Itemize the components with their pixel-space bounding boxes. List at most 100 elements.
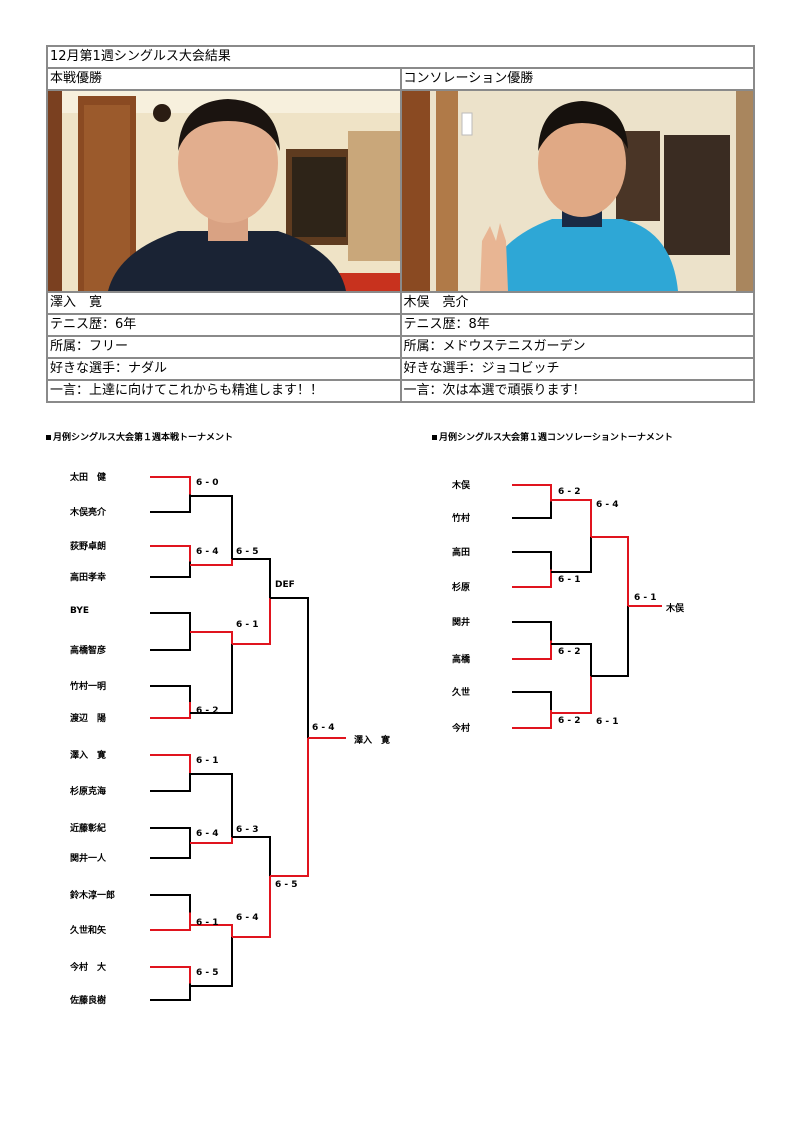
consolation-winner-comment: 一言：次は本選で頑張ります！ <box>399 379 755 403</box>
main-r1-score: 6 - 2 <box>196 706 219 716</box>
consolation-r1-line <box>512 691 552 710</box>
main-r1-line <box>150 894 191 913</box>
main-r1-line <box>150 494 191 513</box>
consolation-r1-score: 6 - 1 <box>558 575 581 585</box>
main-r1-line <box>150 561 191 578</box>
main-r1-score: 6 - 0 <box>196 478 219 488</box>
main-player-name: 高橋智彦 <box>70 646 107 656</box>
main-final-line <box>270 738 309 877</box>
consolation-r2-line <box>551 643 592 676</box>
main-player-name: BYE <box>70 606 90 616</box>
consolation-r1-score: 6 - 2 <box>558 647 581 657</box>
main-final-score: 6 - 4 <box>312 723 335 733</box>
main-player-name: 澤入 寛 <box>70 751 107 761</box>
consolation-r1-line <box>512 621 552 641</box>
consolation-player-name: 木俣 <box>452 481 471 491</box>
main-r2-score: 6 - 3 <box>236 825 259 835</box>
main-r1-line <box>150 843 191 859</box>
consolation-r2-line <box>551 499 592 537</box>
main-r3-line <box>232 598 271 645</box>
main-player-name: 鈴木淳一郎 <box>70 891 116 901</box>
consolation-player-name: 久世 <box>452 688 471 698</box>
main-r2-line <box>190 631 233 644</box>
main-winner-favorite: 好きな選手：ナダル <box>46 357 402 381</box>
main-r2-line <box>190 837 233 844</box>
main-r2-line <box>190 495 233 559</box>
consolation-player-name: 竹村 <box>452 514 471 524</box>
main-r2-line <box>190 937 233 987</box>
consolation-r1-line <box>512 569 552 588</box>
main-player-name: 久世和矢 <box>70 926 107 936</box>
main-r2-line <box>190 773 233 837</box>
main-player-name: 近藤彰紀 <box>70 824 107 834</box>
consolation-r1-score: 6 - 2 <box>558 716 581 726</box>
consolation-r1-score: 6 - 2 <box>558 487 581 497</box>
main-r1-line <box>150 754 191 773</box>
main-player-name: 関井一人 <box>70 854 107 864</box>
main-r1-line <box>150 912 191 931</box>
main-r2-score: 6 - 4 <box>236 913 259 923</box>
consolation-r1-line <box>512 501 552 519</box>
main-r1-line <box>150 966 191 984</box>
consolation-winner-affiliation: 所属：メドウステニスガーデン <box>399 335 755 359</box>
main-winner-career: テニス歴：6年 <box>46 313 402 337</box>
consolation-final-line <box>591 606 629 677</box>
main-r1-line <box>150 827 191 843</box>
main-champion: 澤入 寛 <box>354 736 391 746</box>
consolation-winner-photo <box>402 92 753 290</box>
consolation-r2-line <box>551 676 592 714</box>
main-r2-line <box>190 559 233 566</box>
consolation-player-name: 高橋 <box>452 655 471 665</box>
main-r1-score: 6 - 1 <box>196 756 219 766</box>
main-r2-line <box>190 644 233 714</box>
consolation-player-name: 今村 <box>452 724 471 734</box>
main-final-line <box>270 597 309 738</box>
main-r1-score: 6 - 4 <box>196 829 219 839</box>
consolation-player-name: 杉原 <box>452 583 471 593</box>
main-player-name: 佐藤良樹 <box>70 996 107 1006</box>
consolation-final-score: 6 - 1 <box>634 593 657 603</box>
main-r1-line <box>150 631 191 651</box>
main-player-name: 荻野卓朗 <box>70 542 107 552</box>
main-r3-line <box>232 876 271 938</box>
main-winner-comment: 一言：上達に向けてこれからも精進します！！ <box>46 379 402 403</box>
consolation-r1-line <box>512 484 552 502</box>
consolation-champion: 木俣 <box>666 604 685 614</box>
main-player-name: 竹村一明 <box>70 682 107 692</box>
main-player-name: 木俣亮介 <box>70 508 107 518</box>
main-player-name: 高田孝幸 <box>70 573 107 583</box>
consolation-r2-line <box>551 537 592 573</box>
consolation-r1-line <box>512 640 552 660</box>
main-r2-score: 6 - 1 <box>236 620 259 630</box>
consolation-winner-career: テニス歴：8年 <box>399 313 755 337</box>
consolation-r1-line <box>512 551 552 570</box>
consolation-winner-photo-cell <box>399 89 755 293</box>
results-table: 12月第1週シングルス大会結果 本戦優勝 コンソレーション優勝 <box>46 45 755 403</box>
main-r1-line <box>150 685 191 702</box>
main-r3-line <box>232 836 271 876</box>
main-r1-score: 6 - 5 <box>196 968 219 978</box>
main-r3-score: 6 - 5 <box>275 880 298 890</box>
main-r1-line <box>150 702 191 719</box>
consolation-r2-score: 6 - 4 <box>596 500 619 510</box>
main-r1-score: 6 - 1 <box>196 918 219 928</box>
consolation-winner-favorite: 好きな選手：ジョコビッチ <box>399 357 755 381</box>
main-winner-affiliation: 所属：フリー <box>46 335 402 359</box>
consolation-winner-heading: コンソレーション優勝 <box>399 67 755 91</box>
consolation-final-line <box>591 536 629 606</box>
consolation-r1-line <box>512 710 552 729</box>
main-r1-line <box>150 612 191 632</box>
main-player-name: 太田 健 <box>70 473 107 483</box>
main-r3-score: DEF <box>275 580 295 590</box>
main-bracket-title: 月例シングルス大会第１週本戦トーナメント <box>46 430 233 443</box>
main-r1-line <box>150 476 191 495</box>
main-player-name: 渡辺 陽 <box>70 714 107 724</box>
main-r2-score: 6 - 5 <box>236 547 259 557</box>
main-r1-line <box>150 983 191 1001</box>
square-bullet-icon <box>46 435 51 440</box>
main-winner-heading: 本戦優勝 <box>46 67 402 91</box>
main-winner-photo <box>48 92 399 290</box>
page-title: 12月第1週シングルス大会結果 <box>46 45 755 69</box>
main-r1-score: 6 - 4 <box>196 547 219 557</box>
